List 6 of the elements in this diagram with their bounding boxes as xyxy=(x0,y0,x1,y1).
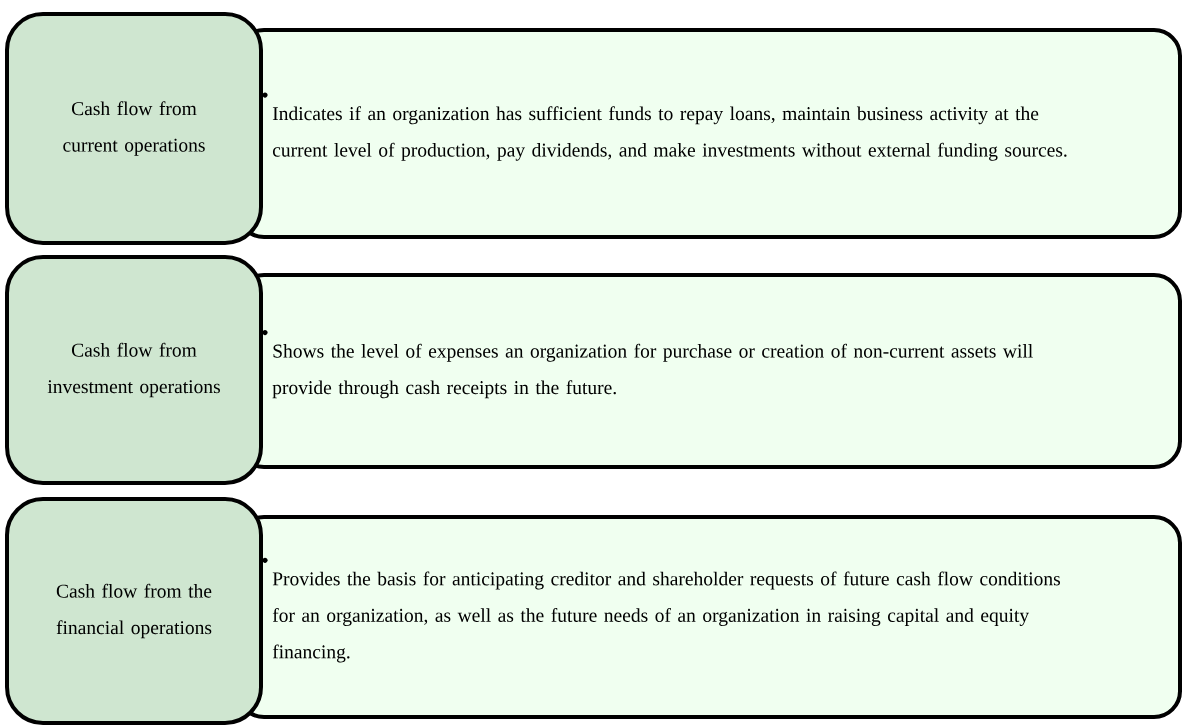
description-box: Provides the basis for anticipating creditor and shareholder requests of future cash flow conditions for an organization, as well as the future needs of an organization in raising capital and equity financing. xyxy=(236,515,1182,719)
category-box: Cash flow from the financial operations xyxy=(5,497,263,725)
description-box: Indicates if an organization has sufficient funds to repay loans, maintain business activity at the current level of production, pay dividends, and make investments without external funding sources. xyxy=(236,28,1182,239)
category-box: Cash flow from current operations xyxy=(5,12,263,245)
description-box: Shows the level of expenses an organization for purchase or creation of non-current assets will provide through cash receipts in the future. xyxy=(236,273,1182,469)
category-box: Cash flow from investment operations xyxy=(5,255,263,485)
